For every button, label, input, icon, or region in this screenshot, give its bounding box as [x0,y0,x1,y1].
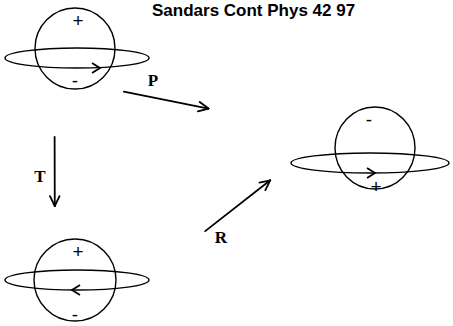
charge-sign: + [72,11,83,30]
charge-sign: + [72,242,83,261]
charge-sign: - [72,305,78,324]
citation-title: Sandars Cont Phys 42 97 [152,2,355,21]
planet-sphere: +- [33,238,117,322]
spin-chevron [92,63,100,73]
planet-ring [5,48,149,68]
transformation-arrow [124,92,209,112]
planet-sphere: -+ [334,106,416,190]
symmetry-label: P [148,72,158,89]
transformation-arrow [205,180,270,231]
charge-sign: - [366,110,372,129]
spin-chevron [72,285,80,295]
transformation-arrow [50,137,60,206]
symmetry-label: R [215,229,227,246]
planet-sphere: +- [34,7,116,90]
symmetry-label: T [34,168,45,185]
charge-sign: - [72,71,78,90]
charge-sign: + [370,177,381,196]
